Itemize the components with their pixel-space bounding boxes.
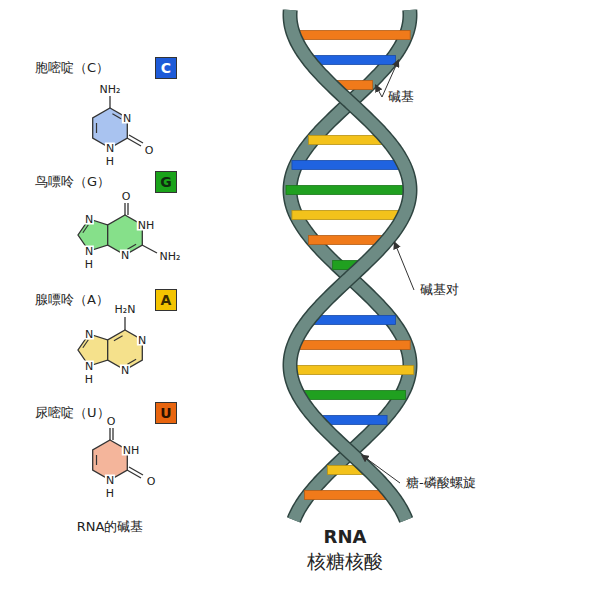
title: RNA	[324, 527, 367, 548]
atom-label: NH₂	[99, 84, 122, 95]
base-letter: U	[160, 406, 171, 420]
base-bar	[294, 391, 405, 400]
base-molecule	[93, 96, 143, 148]
base-bar	[292, 161, 408, 170]
leader-line	[362, 455, 400, 483]
atom-label: H	[105, 156, 115, 167]
bond	[109, 96, 110, 108]
atom-label: NH₂	[159, 251, 182, 262]
atom-label: O	[106, 416, 117, 427]
bond	[127, 203, 128, 215]
bond	[129, 135, 143, 143]
base-letter: C	[161, 61, 171, 75]
leader-lines	[362, 60, 414, 483]
bond	[109, 428, 110, 440]
base-letter: G	[160, 175, 172, 189]
atom-label: H	[84, 259, 94, 270]
atom-label: O	[144, 145, 155, 156]
leader-line	[394, 242, 414, 290]
double-bond	[112, 114, 121, 119]
atom-label: H	[84, 374, 94, 385]
base-bar	[290, 31, 410, 40]
double-bond	[83, 225, 88, 233]
base-letter: A	[161, 293, 172, 307]
double-bond	[96, 455, 97, 465]
backbone-strand	[290, 10, 410, 520]
atom-label: NH	[137, 220, 156, 231]
bond	[124, 317, 125, 330]
double-bond	[83, 340, 88, 348]
double-bond	[96, 123, 97, 133]
base-color-key: C	[155, 57, 177, 79]
atom-label: N	[84, 246, 94, 257]
atom-label: H	[105, 488, 115, 499]
base-bar	[290, 341, 410, 350]
double-bond	[127, 244, 136, 249]
atom-label: N	[84, 214, 94, 225]
atom-label: N	[84, 329, 94, 340]
rna-helix	[286, 10, 414, 520]
backbone-strand	[290, 10, 410, 520]
bond	[142, 245, 157, 253]
base-bar	[292, 211, 408, 220]
bond	[129, 467, 143, 475]
caption-label: RNA的碱基	[77, 520, 144, 535]
bond	[124, 203, 125, 215]
base-color-key: U	[155, 402, 177, 424]
base-bar	[286, 186, 414, 195]
atom-label: N	[105, 143, 115, 154]
base-color-key: A	[155, 289, 177, 311]
atom-label: N	[122, 113, 132, 124]
backbone-strand	[290, 10, 410, 520]
bond	[127, 138, 141, 146]
atom-label: N	[120, 365, 130, 376]
atom-label: N	[105, 475, 115, 486]
atom-label: N	[120, 250, 130, 261]
base-bar	[286, 366, 414, 375]
base-name: 胞嘧啶（C）	[35, 61, 109, 76]
bond	[127, 470, 141, 478]
callout-label: 碱基	[386, 90, 416, 105]
atom-label: O	[146, 476, 157, 487]
double-bond	[127, 359, 136, 364]
atom-label: N	[84, 361, 94, 372]
atom-label: O	[121, 191, 132, 202]
base-name: 腺嘌呤（A）	[35, 293, 109, 308]
base-structures	[78, 96, 157, 480]
callout-label: 碱基对	[418, 283, 461, 298]
base-name: 鸟嘌呤（G）	[35, 175, 110, 190]
backbone-strand	[290, 10, 410, 520]
base-name: 尿嘧啶（U）	[35, 406, 110, 421]
bond	[112, 428, 113, 440]
atom-label: N	[137, 335, 147, 346]
base-color-key: G	[155, 171, 177, 193]
callout-label: 糖-磷酸螺旋	[404, 476, 478, 491]
atom-label: NH	[122, 445, 141, 456]
caption: 核糖核酸	[307, 551, 383, 573]
base-molecule	[93, 428, 143, 480]
leader-line	[376, 85, 382, 97]
double-bond	[114, 336, 123, 341]
atom-label: H₂N	[114, 304, 137, 315]
